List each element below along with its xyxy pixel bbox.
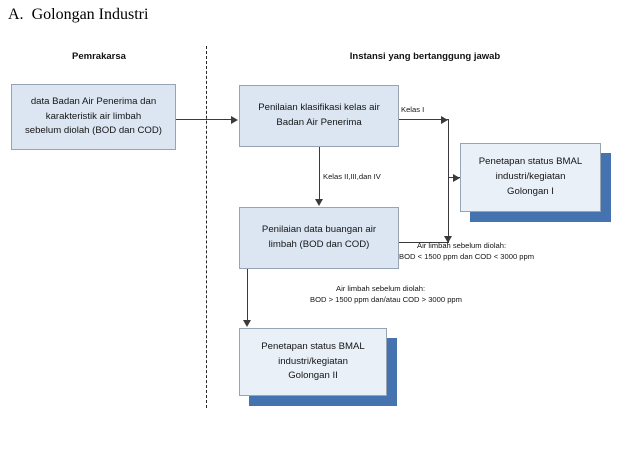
connector-buangan-to-spine (399, 242, 448, 244)
node-golongan-2[interactable]: Penetapan status BMAL industri/kegiatan … (239, 328, 387, 396)
connector-klasifikasi-to-buangan (318, 147, 320, 200)
arrowhead-into-golongan2 (242, 320, 251, 327)
connector-right-spine (447, 119, 449, 243)
connector-kelas1-horizontal (399, 119, 448, 121)
page-title-letter: A. (8, 6, 24, 23)
arrowhead-into-golongan1 (453, 173, 460, 182)
node-golongan-2-line3: Golongan II (288, 370, 338, 382)
arrowhead-klasifikasi-to-buangan (314, 199, 323, 206)
arrowhead-data-to-klasifikasi (231, 115, 238, 124)
node-data-line1: data Badan Air Penerima dan (30, 95, 157, 107)
edge-label-kondisi-rendah-line2: BOD < 1500 ppm dan COD < 3000 ppm (399, 252, 535, 261)
node-golongan-1-line1: Penetapan status BMAL (478, 156, 583, 168)
node-golongan-1-line2: industri/kegiatan (495, 171, 566, 183)
node-klasifikasi-line2: Badan Air Penerima (276, 117, 362, 128)
node-golongan-1[interactable]: Penetapan status BMAL industri/kegiatan … (460, 143, 601, 212)
connector-data-to-klasifikasi (176, 119, 232, 121)
edge-label-kondisi-tinggi-line2: BOD > 1500 ppm dan/atau COD > 3000 ppm (310, 295, 462, 304)
edge-label-kondisi-rendah: Air limbah sebelum diolah: BOD < 1500 pp… (399, 240, 599, 262)
edge-label-kelas-2-3-4: Kelas II,III,dan IV (323, 172, 381, 181)
page-title: A. Golongan Industri (8, 6, 148, 24)
edge-label-kelas-1: Kelas I (401, 105, 425, 114)
node-data-badan-air[interactable]: data Badan Air Penerima dan karakteristi… (11, 84, 176, 150)
node-data-line2: karakteristik air limbah (45, 110, 142, 122)
edge-label-kondisi-rendah-line1: Air limbah sebelum diolah: (417, 241, 507, 250)
column-header-pemrakarsa: Pemrakarsa (72, 51, 126, 62)
arrowhead-kelas1-into-spine (441, 115, 448, 124)
node-buangan-line2: limbah (BOD dan COD) (268, 239, 370, 250)
swimlane-divider (206, 46, 207, 408)
node-golongan-2-line2: industri/kegiatan (278, 355, 348, 367)
node-klasifikasi-line1: Penilaian klasifikasi kelas air (258, 102, 380, 114)
edge-label-kondisi-tinggi: Air limbah sebelum diolah: BOD > 1500 pp… (310, 283, 525, 305)
node-buangan-line1: Penilaian data buangan air (261, 224, 377, 236)
node-penilaian-buangan[interactable]: Penilaian data buangan air limbah (BOD d… (239, 207, 399, 269)
node-golongan-1-line3: Golongan I (507, 185, 554, 197)
column-header-instansi: Instansi yang bertanggung jawab (349, 51, 501, 62)
node-data-line3: sebelum diolah (BOD dan COD) (24, 125, 163, 137)
node-penilaian-klasifikasi[interactable]: Penilaian klasifikasi kelas air Badan Ai… (239, 85, 399, 147)
connector-buangan-to-golongan2 (246, 269, 248, 321)
node-golongan-2-line1: Penetapan status BMAL (261, 340, 365, 352)
edge-label-kondisi-tinggi-line1: Air limbah sebelum diolah: (336, 284, 426, 293)
page-title-text: Golongan Industri (31, 6, 149, 23)
arrowhead-buangan-into-spine (444, 236, 452, 243)
